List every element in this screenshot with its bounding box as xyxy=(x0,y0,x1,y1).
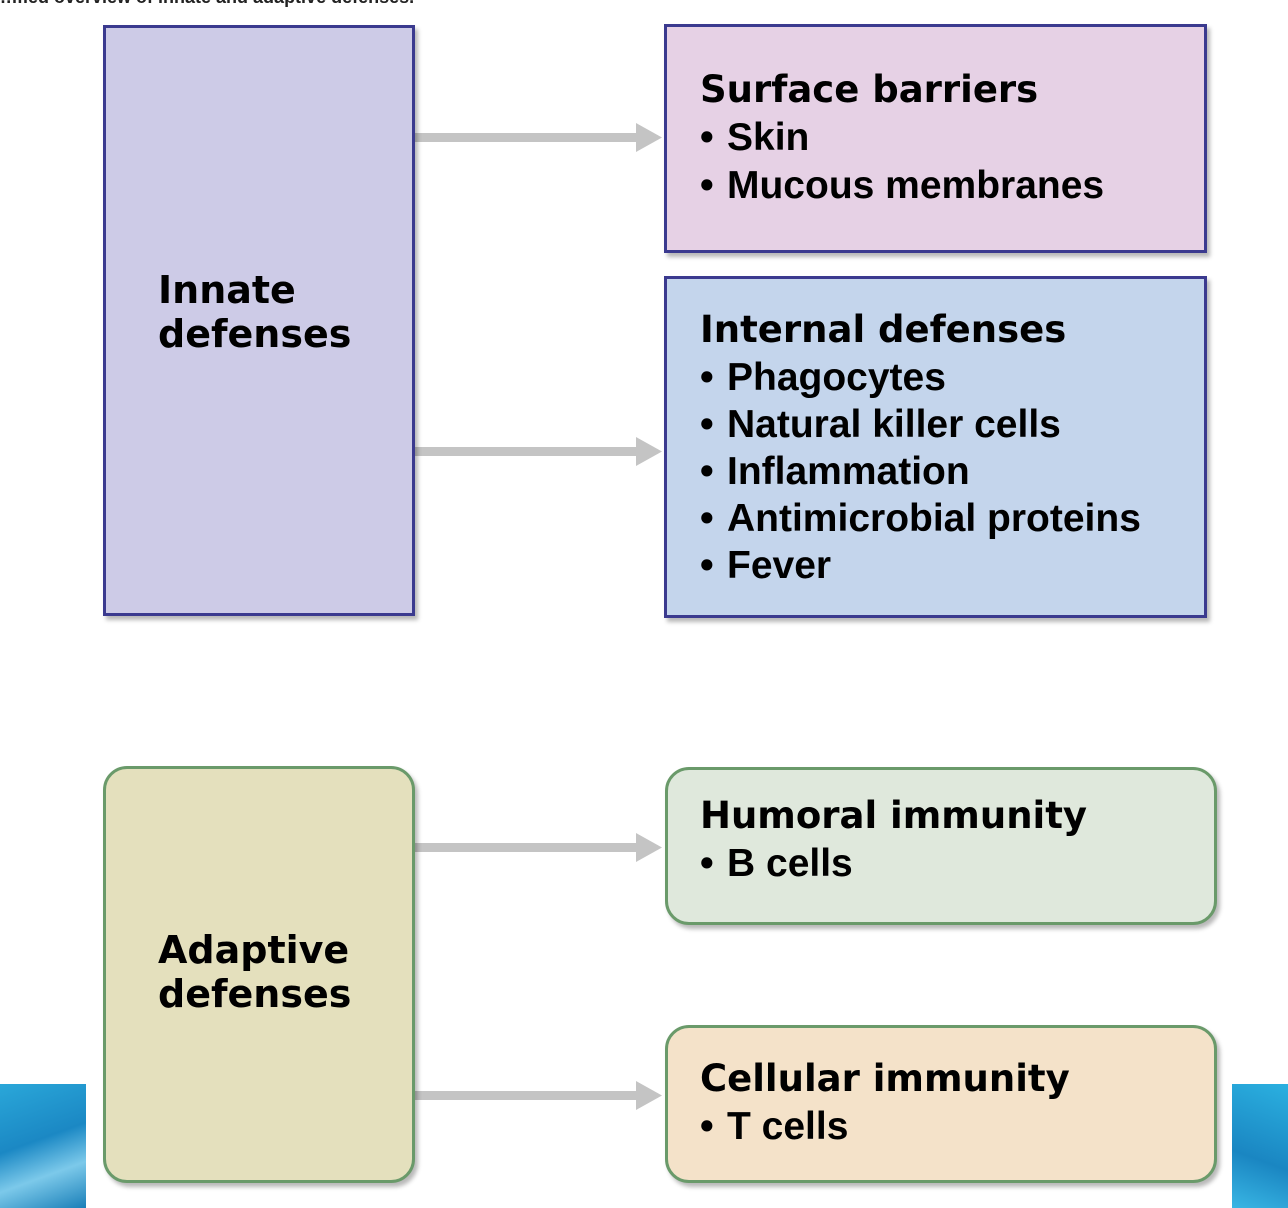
cellular-immunity-title: Cellular immunity xyxy=(700,1057,1070,1100)
list-item-text: Natural killer cells xyxy=(727,403,1061,446)
arrow-innate-to-surface xyxy=(415,123,662,152)
bullet-icon: • xyxy=(700,116,714,159)
list-item: • B cells xyxy=(700,840,1087,888)
adaptive-defenses-label: Adaptive defenses xyxy=(158,928,351,1016)
bullet-icon: • xyxy=(700,1105,714,1148)
arrow-innate-to-internal xyxy=(415,437,662,466)
list-item: • Antimicrobial proteins xyxy=(700,495,1141,542)
humoral-immunity-list: • B cells xyxy=(700,840,1087,888)
innate-defenses-label: Innate defenses xyxy=(158,268,351,356)
bullet-icon: • xyxy=(700,544,714,587)
bullet-icon: • xyxy=(700,164,714,207)
innate-defenses-box: Innate defenses xyxy=(103,25,415,616)
humoral-immunity-box: Humoral immunity • B cells xyxy=(665,767,1217,925)
internal-defenses-list: • Phagocytes • Natural killer cells • Infla… xyxy=(700,354,1141,589)
list-item-text: Inflammation xyxy=(727,450,970,493)
bullet-icon: • xyxy=(700,842,714,885)
list-item: • Inflammation xyxy=(700,448,1141,495)
list-item: • Fever xyxy=(700,542,1141,589)
list-item-text: B cells xyxy=(727,842,853,885)
list-item: • Phagocytes xyxy=(700,354,1141,401)
list-item-text: Antimicrobial proteins xyxy=(727,497,1141,540)
list-item-text: Phagocytes xyxy=(727,356,946,399)
bullet-icon: • xyxy=(700,403,714,446)
list-item: • Natural killer cells xyxy=(700,401,1141,448)
adaptive-label-line2: defenses xyxy=(158,972,352,1016)
list-item: • Mucous membranes xyxy=(700,162,1104,210)
internal-defenses-title: Internal defenses xyxy=(700,308,1067,351)
background-photo-left xyxy=(0,1084,86,1208)
internal-defenses-box: Internal defenses • Phagocytes • Natural k… xyxy=(664,276,1207,618)
humoral-immunity-title: Humoral immunity xyxy=(700,794,1088,837)
innate-label-line2: defenses xyxy=(158,312,352,356)
bullet-icon: • xyxy=(700,356,714,399)
cellular-immunity-box: Cellular immunity • T cells xyxy=(665,1025,1217,1183)
list-item-text: Mucous membranes xyxy=(727,164,1105,207)
list-item-text: Fever xyxy=(727,544,832,587)
surface-barriers-box: Surface barriers • Skin • Mucous membranes xyxy=(664,24,1207,253)
bullet-icon: • xyxy=(700,450,714,493)
innate-label-line1: Innate xyxy=(158,268,296,312)
cellular-immunity-list: • T cells xyxy=(700,1103,1070,1151)
list-item-text: Skin xyxy=(727,116,810,159)
figure-caption: …ified overview of innate and adaptive d… xyxy=(0,0,414,8)
adaptive-defenses-box: Adaptive defenses xyxy=(103,766,415,1183)
surface-barriers-title: Surface barriers xyxy=(700,68,1039,111)
bullet-icon: • xyxy=(700,497,714,540)
arrow-adaptive-to-humoral xyxy=(415,833,662,862)
surface-barriers-list: • Skin • Mucous membranes xyxy=(700,114,1104,210)
adaptive-label-line1: Adaptive xyxy=(158,928,350,972)
background-photo-right xyxy=(1232,1084,1288,1208)
list-item: • Skin xyxy=(700,114,1104,162)
arrow-adaptive-to-cellular xyxy=(415,1081,662,1110)
list-item: • T cells xyxy=(700,1103,1070,1151)
list-item-text: T cells xyxy=(727,1105,849,1148)
